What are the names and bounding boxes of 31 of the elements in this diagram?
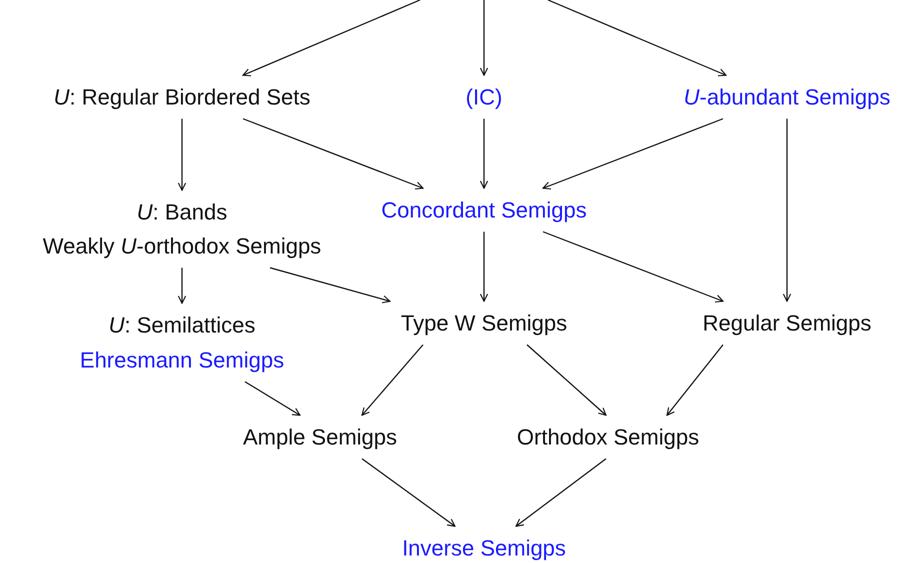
node-label: Ample Semigps — [242, 423, 398, 451]
node-label: Ehresmann Semigps — [80, 346, 284, 374]
arrow — [542, 118, 724, 190]
arrow — [480, 0, 488, 76]
arrow — [666, 344, 724, 416]
node-label: Inverse Semigps — [402, 534, 566, 562]
arrow — [362, 458, 456, 527]
arrow — [178, 268, 186, 304]
arrow — [242, 118, 424, 190]
node-label: Orthodox Semigps — [516, 423, 700, 451]
node-label: Concordant Semigps — [381, 196, 587, 224]
arrow — [178, 118, 186, 191]
arrow — [548, 0, 727, 76]
arrow — [515, 458, 606, 527]
node-label: U: Semilattices — [108, 311, 256, 339]
arrow — [782, 118, 792, 302]
node-label: U: Bands — [136, 198, 228, 226]
arrow — [480, 118, 488, 189]
arrow — [270, 267, 391, 304]
arrow — [361, 344, 424, 416]
node-label: Regular Semigps — [702, 309, 872, 337]
arrow — [542, 231, 724, 303]
node-label: Type W Semigps — [400, 309, 568, 337]
arrow — [244, 381, 301, 416]
arrow — [480, 232, 488, 302]
node-label: U-abundant Semigps — [684, 83, 890, 111]
node-label: U: Regular Biordered Sets — [54, 83, 310, 111]
arrow — [526, 344, 607, 416]
node-label: (IC) — [466, 83, 502, 111]
arrow — [242, 0, 420, 76]
node-label: Weakly U-orthodox Semigps — [42, 232, 322, 260]
